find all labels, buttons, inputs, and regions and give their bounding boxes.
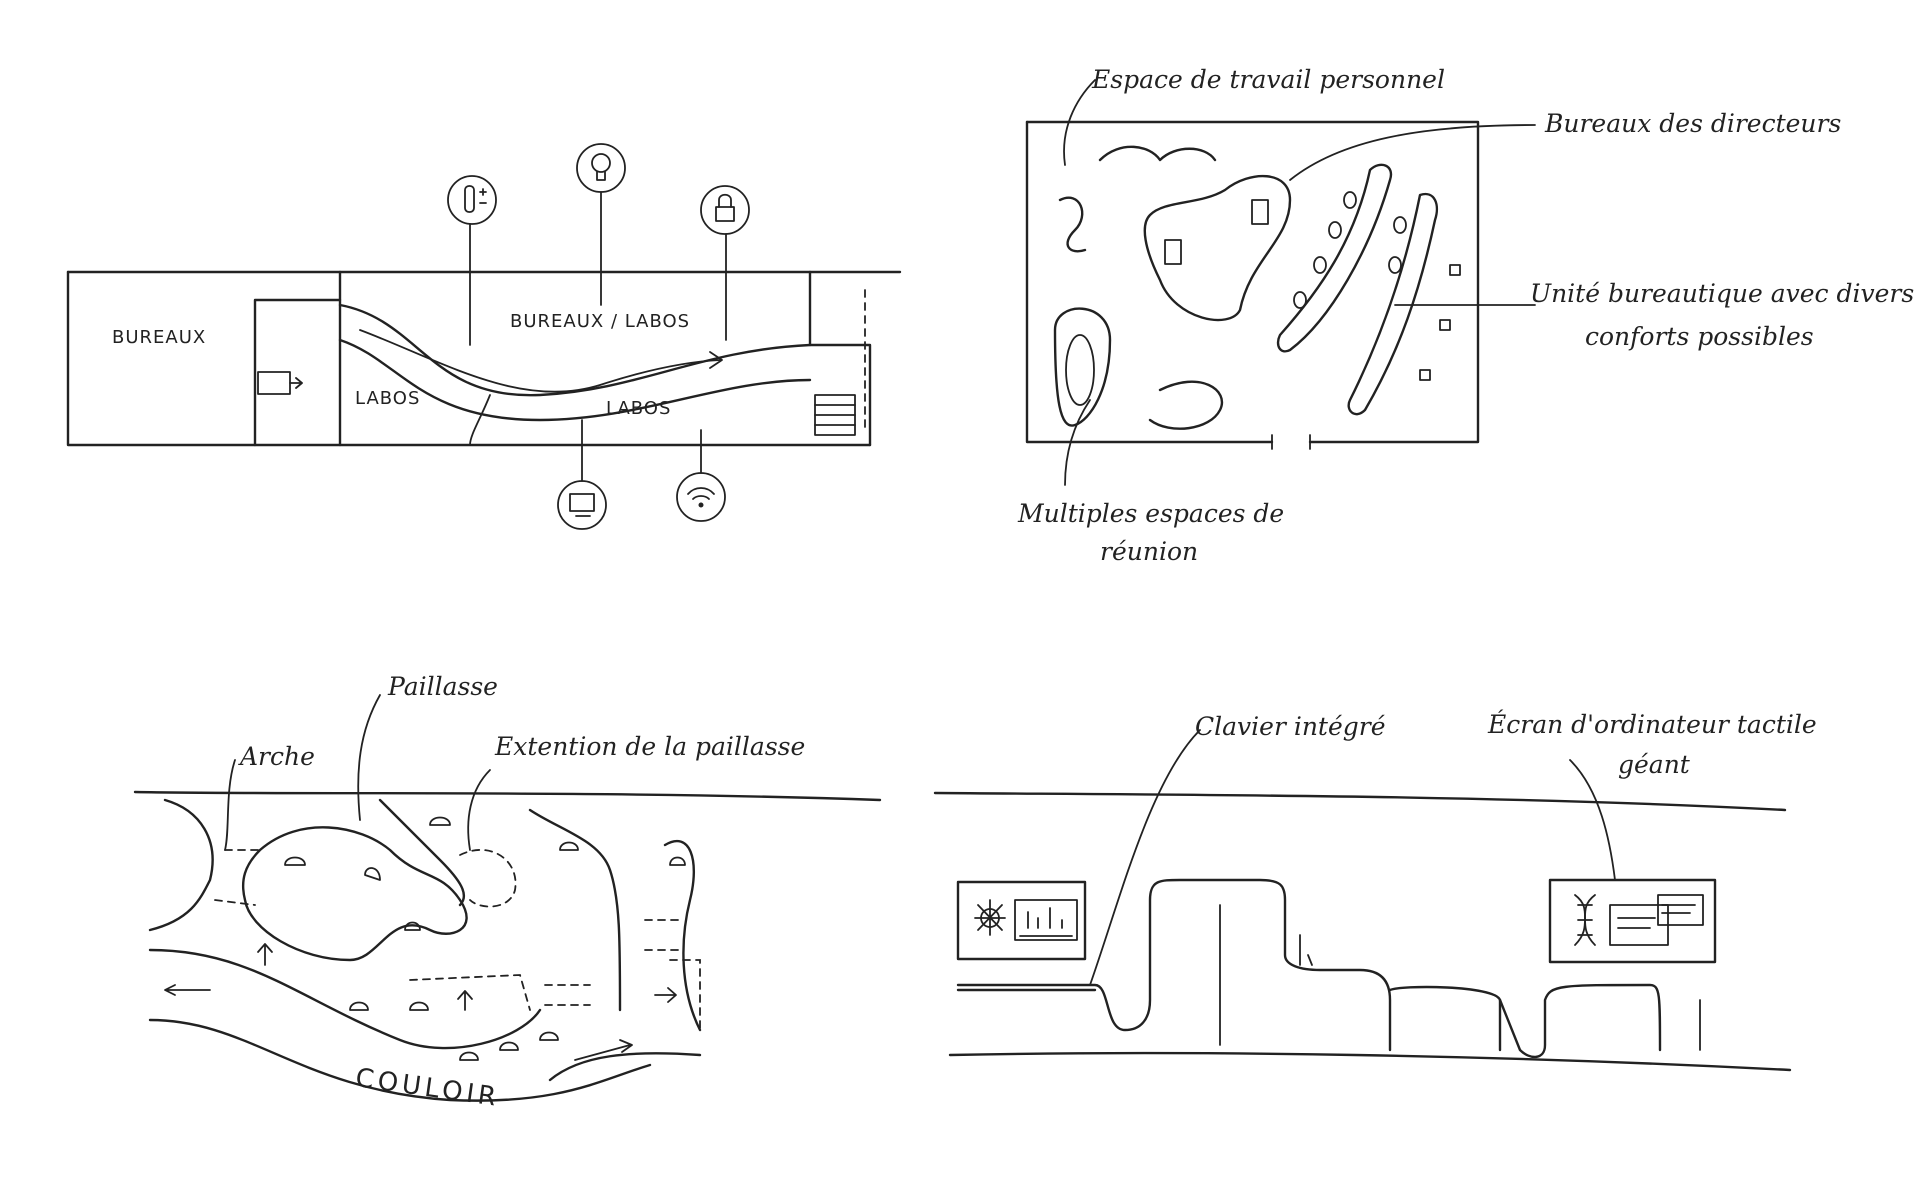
lightbulb-icon (576, 143, 626, 306)
corridor-lower-edge (338, 338, 812, 422)
lab-seats (284, 816, 686, 1061)
plan-wall-bureaux (253, 270, 342, 447)
corridor-outer-edge (148, 1018, 652, 1102)
spiderweb-icon (974, 899, 1006, 936)
corridor-arrow-left (164, 984, 211, 996)
room-bureaux: BUREAUX (112, 327, 206, 348)
leader-directors (1289, 124, 1536, 181)
padlock-icon (700, 185, 750, 341)
office-unit-strip-1 (1276, 163, 1393, 353)
workspace-top-blob (1098, 145, 1217, 162)
computer-icon (557, 419, 607, 530)
office-unit-strip-2 (1347, 192, 1439, 416)
entry-stairs (257, 371, 291, 395)
label-keyboard: Clavier intégré (1195, 712, 1386, 741)
arch-right (663, 839, 702, 1032)
label-paillasse: Paillasse (387, 672, 498, 701)
arrow-up-left (257, 943, 273, 966)
label-directors-offices: Bureaux des directeurs (1544, 109, 1841, 138)
leader-extension (467, 769, 491, 851)
desk-profile-left (956, 878, 1392, 1052)
label-arche: Arche (238, 742, 315, 771)
wall-panel-left (956, 880, 1087, 961)
label-extension: Extention de la paillasse (494, 732, 805, 761)
paillasse-arm (378, 798, 466, 907)
arrow-right (654, 987, 677, 1003)
bench-dashed-zones (409, 974, 591, 1011)
exit-stairs-steps (814, 404, 856, 426)
label-meeting-1: Multiples espaces de (1017, 499, 1284, 528)
office-door (1271, 434, 1311, 450)
panel-wall-elevation: Clavier intégré Écran d'ordinateur tacti… (933, 710, 1817, 1072)
paillasse-extension (459, 849, 517, 908)
directors-island (1143, 174, 1292, 322)
label-office-unit-1: Unité bureautique avec divers (1530, 279, 1914, 308)
entry-arrow (289, 377, 303, 389)
label-screen-2: géant (1618, 750, 1691, 779)
label-office-unit-2: conforts possibles (1585, 322, 1814, 351)
label-personal-workspace: Espace de travail personnel (1091, 65, 1445, 94)
office-unit-seats (1293, 191, 1461, 381)
elevation-floor (948, 1051, 1792, 1072)
lab-right-room (528, 808, 622, 1012)
leader-screen (1569, 759, 1616, 881)
desk-pencils (1299, 934, 1313, 966)
room-bureaux-labos: BUREAUX / LABOS (510, 311, 690, 332)
window-screen-icon (1609, 894, 1704, 946)
corridor-inner-edge (148, 948, 542, 1050)
arrow-up-center (457, 990, 473, 1011)
plan-outer-wall (66, 270, 872, 447)
panel-corridor-plan: BUREAUX BUREAUX / LABOS LABOS LABOS (66, 143, 902, 530)
label-couloir: COULOIR (354, 1063, 502, 1113)
corridor-flow-line (359, 329, 721, 393)
arch-right-dashed (644, 919, 681, 951)
leader-paillasse (357, 694, 381, 821)
corridor-right-edge (548, 1052, 702, 1082)
chart-screen-icon (1014, 899, 1078, 941)
corridor-arrow-right (574, 1039, 633, 1061)
lab-left-wall (148, 798, 214, 932)
leader-keyboard (1089, 729, 1201, 986)
office-outer-wall-left (1025, 120, 1274, 444)
arch-left (214, 849, 261, 906)
paillasse-island (241, 826, 468, 962)
elevation-ceiling (933, 791, 1787, 812)
room-labos-left: LABOS (355, 388, 420, 409)
corridor-arrow-head (709, 351, 723, 369)
meeting-table-1 (1065, 334, 1095, 406)
dna-icon (1574, 894, 1596, 946)
director-desk-2 (1251, 199, 1269, 225)
desk-profile-right (1388, 983, 1662, 1059)
labos-bottom-wall (469, 394, 491, 446)
right-dashed-zone (669, 959, 701, 1031)
leader-arche (224, 759, 236, 851)
director-desk-1 (1164, 239, 1182, 265)
thermometer-icon (447, 175, 497, 346)
panel-lab-bench: Paillasse Arche Extention de la paillass… (133, 672, 882, 1113)
leader-workspace (1063, 79, 1096, 166)
workspace-left-blob (1058, 196, 1087, 253)
meeting-space-2 (1148, 380, 1223, 430)
wifi-icon (676, 429, 726, 522)
label-screen-1: Écran d'ordinateur tactile (1487, 710, 1817, 739)
meeting-space-1 (1053, 307, 1112, 427)
plan-wall-right (808, 270, 872, 447)
label-meeting-2: réunion (1100, 537, 1198, 566)
room-labos-bottom: LABOS (606, 398, 671, 419)
panel-office-plan: Espace de travail personnel Bureaux des … (1017, 65, 1914, 566)
leader-meeting (1064, 399, 1091, 486)
office-outer-wall (1025, 120, 1480, 444)
lab-top-wall (133, 790, 882, 802)
wall-panel-right (1548, 878, 1717, 964)
